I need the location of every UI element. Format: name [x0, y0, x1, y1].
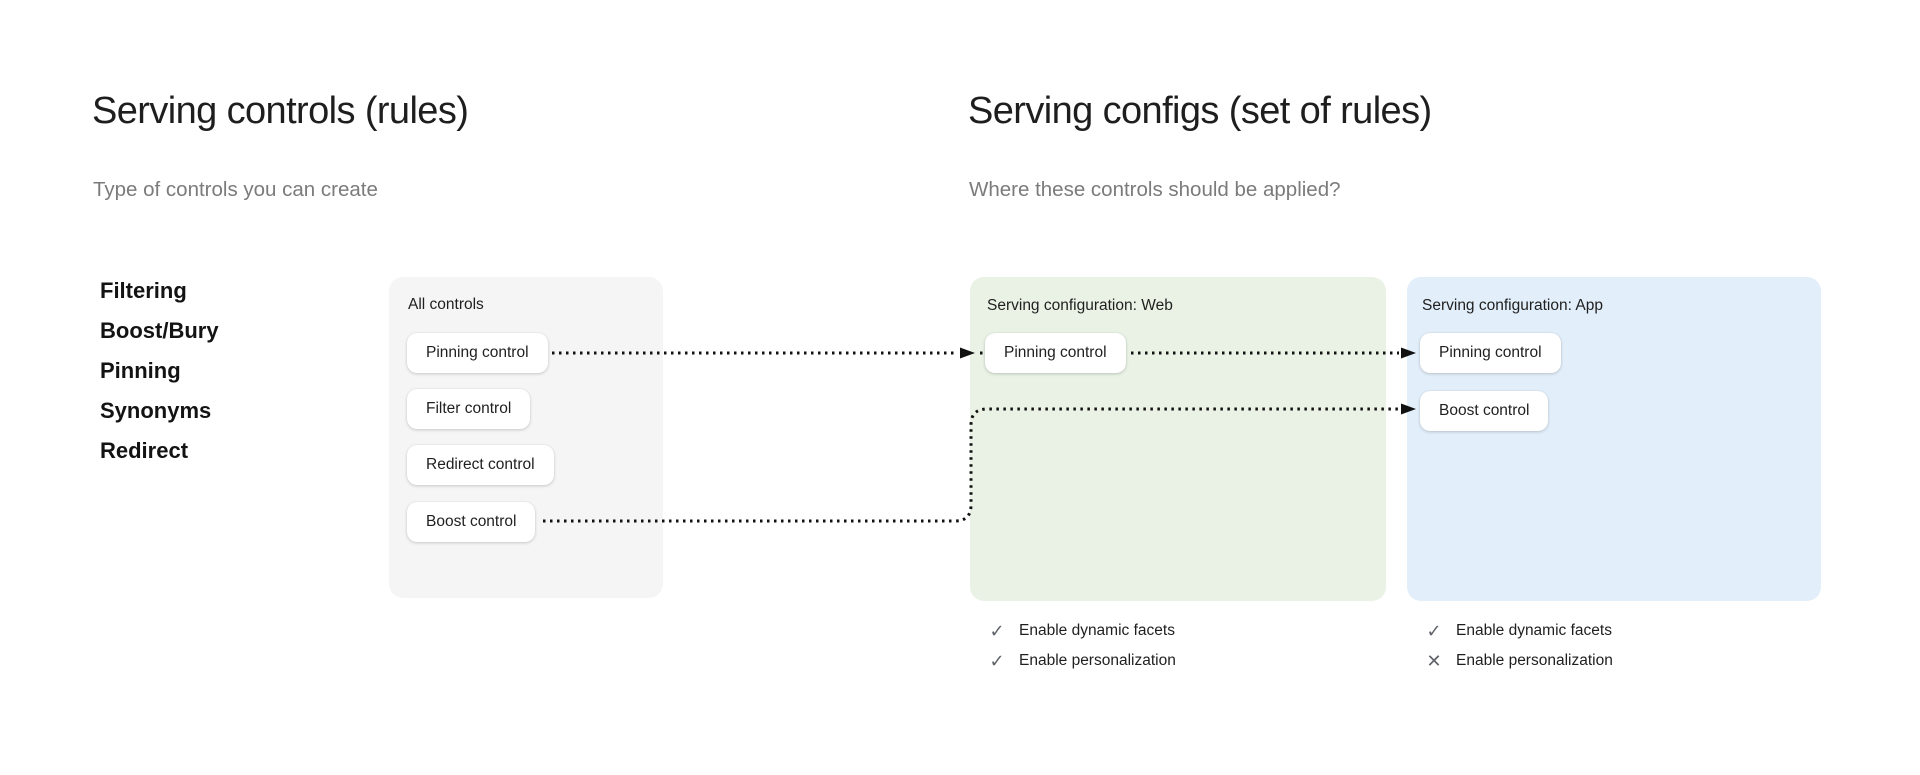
check-icon: ✓ [989, 651, 1005, 671]
right-section-subtitle: Where these controls should be applied? [969, 178, 1341, 201]
feature-label: Enable personalization [1019, 652, 1176, 669]
feature-label: Enable dynamic facets [1019, 622, 1175, 639]
feature-row: ✓ Enable personalization [988, 650, 1176, 672]
chip-app-boost-control: Boost control [1420, 391, 1549, 431]
left-section-subtitle: Type of controls you can create [93, 178, 378, 201]
left-section-title: Serving controls (rules) [92, 90, 469, 132]
control-type-redirect: Redirect [100, 438, 189, 463]
web-config-card-label: Serving configuration: Web [987, 297, 1173, 314]
feature-label: Enable dynamic facets [1456, 622, 1612, 639]
app-config-card-label: Serving configuration: App [1422, 297, 1603, 314]
chip-boost-control: Boost control [407, 502, 536, 542]
control-type-boost-bury: Boost/Bury [100, 318, 219, 343]
feature-row: ✕ Enable personalization [1425, 650, 1613, 672]
chip-app-pinning-control: Pinning control [1420, 333, 1561, 373]
all-controls-card: All controls Pinning control Filter cont… [389, 277, 663, 598]
right-section-title: Serving configs (set of rules) [968, 90, 1432, 132]
web-config-card: Serving configuration: Web Pinning contr… [970, 277, 1386, 601]
chip-redirect-control: Redirect control [407, 445, 554, 485]
check-icon: ✓ [1426, 621, 1442, 641]
chip-filter-control: Filter control [407, 389, 531, 429]
check-icon: ✓ [989, 621, 1005, 641]
all-controls-card-label: All controls [408, 296, 484, 313]
control-types-list: Filtering Boost/Bury Pinning Synonyms Re… [100, 271, 219, 471]
chip-pinning-control: Pinning control [407, 333, 548, 373]
feature-row: ✓ Enable dynamic facets [988, 620, 1176, 642]
cross-icon: ✕ [1426, 651, 1442, 671]
chip-web-pinning-control: Pinning control [985, 333, 1126, 373]
web-config-feature-list: ✓ Enable dynamic facets ✓ Enable persona… [988, 620, 1176, 672]
feature-row: ✓ Enable dynamic facets [1425, 620, 1613, 642]
feature-label: Enable personalization [1456, 652, 1613, 669]
app-config-card: Serving configuration: App Pinning contr… [1407, 277, 1821, 601]
control-type-synonyms: Synonyms [100, 398, 212, 423]
control-type-pinning: Pinning [100, 358, 181, 383]
control-type-filtering: Filtering [100, 278, 187, 303]
app-config-feature-list: ✓ Enable dynamic facets ✕ Enable persona… [1425, 620, 1613, 672]
